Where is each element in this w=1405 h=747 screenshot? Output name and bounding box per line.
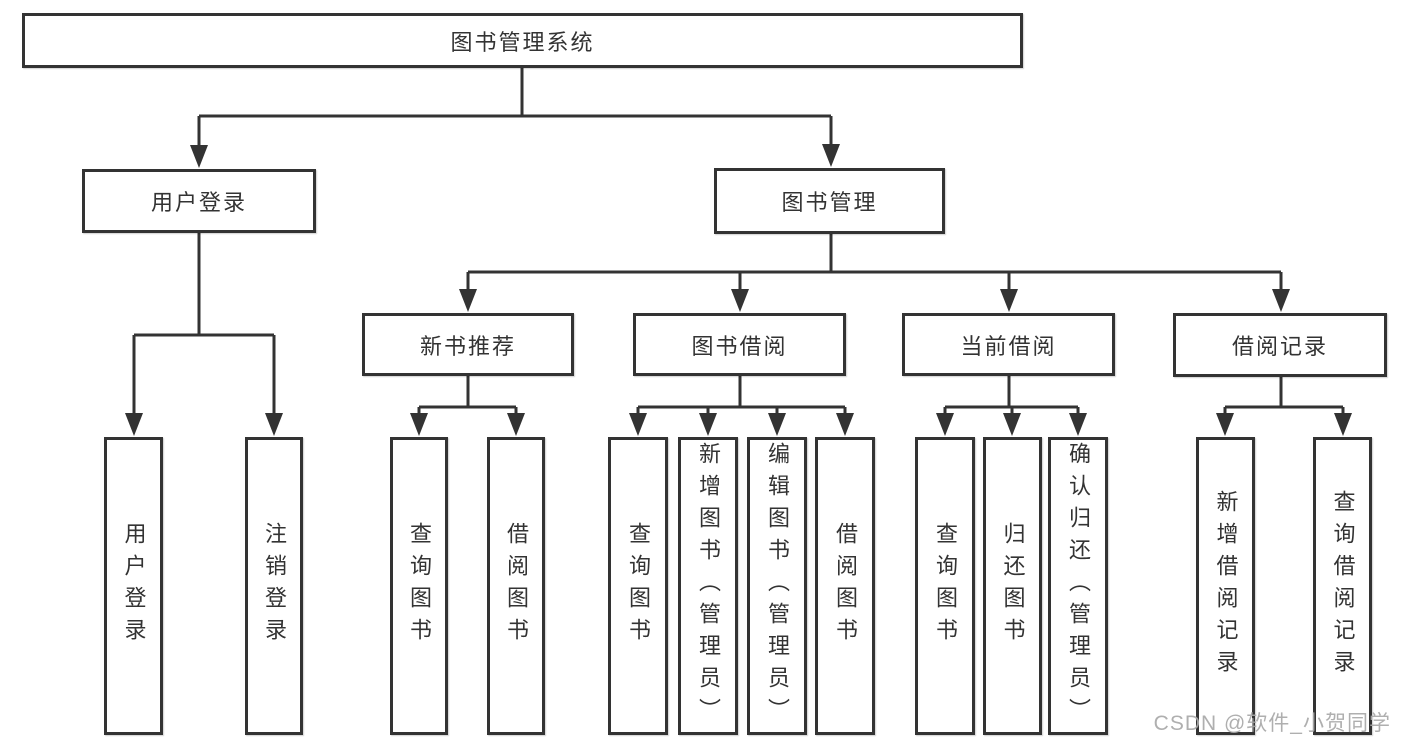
node-leaf-br-query-record: 查询借阅记录	[1313, 437, 1372, 735]
node-label: 查询图书	[407, 522, 432, 650]
node-leaf-bb-edit-books: 编辑图书（管理员）	[747, 437, 807, 735]
node-label: 借阅图书	[504, 522, 529, 650]
node-leaf-cb-return-books: 归还图书	[983, 437, 1042, 735]
node-label: 查询图书	[933, 522, 958, 650]
node-user-login-branch: 用户登录	[82, 169, 316, 233]
node-label: 新增图书（管理员）	[696, 442, 721, 730]
node-label: 查询图书	[626, 522, 651, 650]
node-root: 图书管理系统	[22, 13, 1023, 68]
node-root-label: 图书管理系统	[450, 29, 595, 55]
node-book-borrowing: 图书借阅	[633, 313, 846, 376]
node-borrowing-records: 借阅记录	[1173, 313, 1387, 377]
node-leaf-cb-query-books: 查询图书	[915, 437, 975, 735]
node-label: 图书借阅	[691, 333, 788, 359]
node-label: 图书管理	[781, 190, 878, 215]
csdn-watermark: CSDN @软件_小贺同学	[1153, 712, 1391, 735]
node-label: 归还图书	[1000, 522, 1026, 650]
node-leaf-br-add-record: 新增借阅记录	[1196, 437, 1255, 735]
node-leaf-logout: 注销登录	[245, 437, 303, 735]
node-book-management-branch: 图书管理	[714, 168, 945, 234]
node-current-borrowing: 当前借阅	[902, 313, 1115, 376]
node-leaf-nb-query-books: 查询图书	[390, 437, 448, 735]
node-leaf-user-login: 用户登录	[104, 437, 163, 735]
node-label: 注销登录	[262, 522, 287, 650]
node-leaf-bb-borrow-books: 借阅图书	[815, 437, 875, 735]
node-leaf-bb-query-books: 查询图书	[608, 437, 668, 735]
node-leaf-cb-confirm-return: 确认归还（管理员）	[1048, 437, 1108, 735]
node-new-book-recommend: 新书推荐	[362, 313, 574, 376]
node-label: 确认归还（管理员）	[1066, 442, 1091, 730]
node-label: 当前借阅	[960, 333, 1057, 359]
node-leaf-bb-add-books: 新增图书（管理员）	[678, 437, 738, 735]
node-label: 借阅图书	[833, 522, 858, 650]
node-label: 用户登录	[150, 190, 247, 215]
node-label: 用户登录	[121, 522, 147, 650]
node-label: 借阅记录	[1231, 334, 1328, 359]
node-label: 新书推荐	[419, 333, 516, 359]
node-label: 编辑图书（管理员）	[765, 442, 790, 730]
node-label: 查询借阅记录	[1330, 490, 1356, 682]
node-leaf-nb-borrow-books: 借阅图书	[487, 437, 545, 735]
arrowheads	[125, 144, 1352, 436]
node-label: 新增借阅记录	[1213, 490, 1239, 682]
